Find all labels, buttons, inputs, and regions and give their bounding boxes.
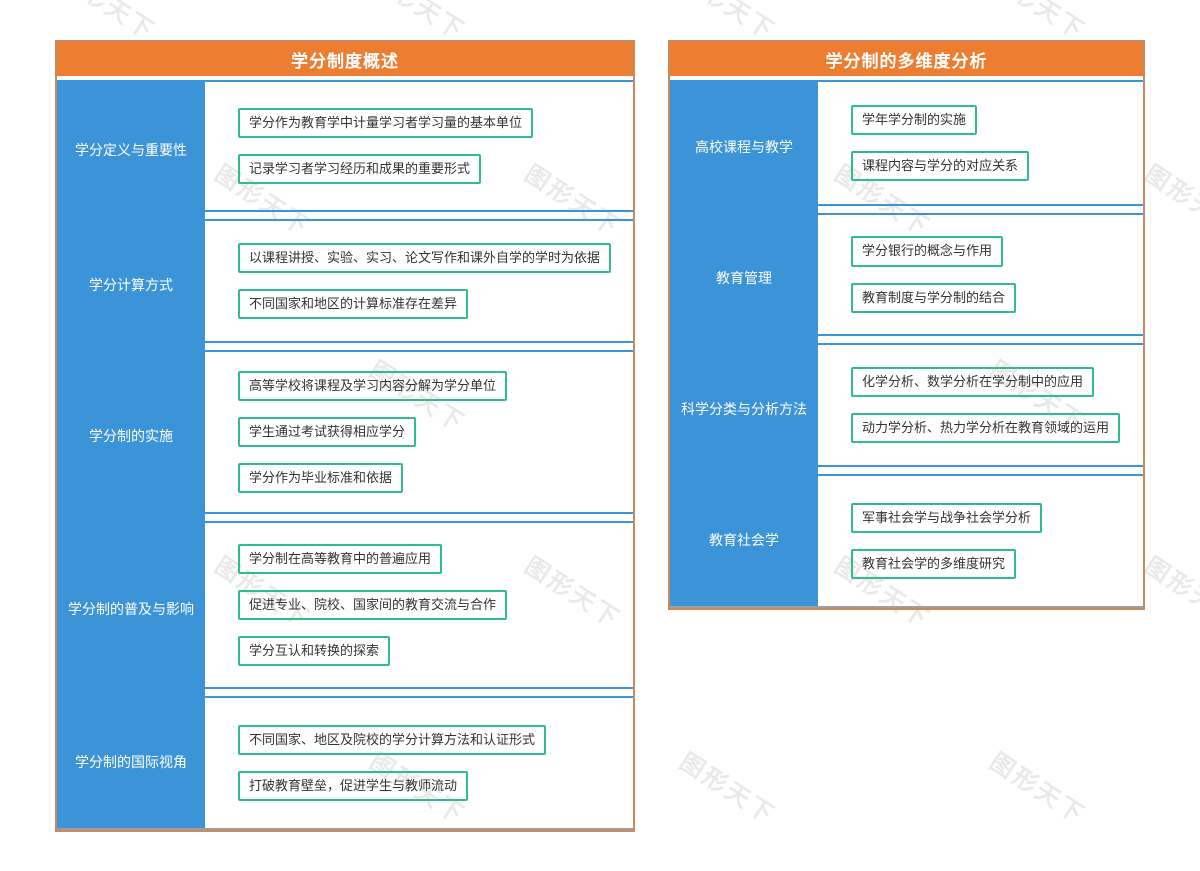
branch-content-wrap: 高等学校将课程及学习内容分解为学分单位学生通过考试获得相应学分学分作为毕业标准和… — [205, 350, 633, 521]
branch-row: 学分计算方式以课程讲授、实验、实习、论文写作和课外自学的学时为依据不同国家和地区… — [57, 219, 633, 350]
topic-node[interactable]: 学分银行的概念与作用 — [851, 236, 1004, 267]
topic-node[interactable]: 学分互认和转换的探索 — [238, 636, 391, 667]
watermark-text: 图形天下 — [674, 748, 781, 830]
branch-row: 学分制的普及与影响学分制在高等教育中的普遍应用促进专业、院校、国家间的教育交流与… — [57, 521, 633, 696]
topic-node[interactable]: 学分制在高等教育中的普遍应用 — [238, 543, 443, 574]
topic-node[interactable]: 动力学分析、热力学分析在教育领域的运用 — [851, 413, 1121, 444]
branch-content-wrap: 军事社会学与战争社会学分析教育社会学的多维度研究 — [818, 474, 1143, 606]
branch-content: 不同国家、地区及院校的学分计算方法和认证形式打破教育壁垒，促进学生与教师流动 — [205, 696, 633, 828]
branch-label[interactable]: 教育社会学 — [670, 474, 818, 606]
branch-content-wrap: 学分制在高等教育中的普遍应用促进专业、院校、国家间的教育交流与合作学分互认和转换… — [205, 521, 633, 696]
panel-title-text: 学分制度概述 — [291, 51, 399, 71]
topic-node[interactable]: 记录学习者学习经历和成果的重要形式 — [238, 154, 482, 185]
topic-node[interactable]: 教育制度与学分制的结合 — [851, 282, 1017, 313]
topic-node[interactable]: 高等学校将课程及学习内容分解为学分单位 — [238, 370, 508, 401]
topic-node[interactable]: 化学分析、数学分析在学分制中的应用 — [851, 366, 1095, 397]
branch-content: 学分作为教育学中计量学习者学习量的基本单位记录学习者学习经历和成果的重要形式 — [205, 80, 633, 212]
branch-content: 高等学校将课程及学习内容分解为学分单位学生通过考试获得相应学分学分作为毕业标准和… — [205, 350, 633, 514]
branch-content: 军事社会学与战争社会学分析教育社会学的多维度研究 — [818, 474, 1143, 606]
branch-content: 学分银行的概念与作用教育制度与学分制的结合 — [818, 213, 1143, 336]
panel-credit-system-overview: 学分制度概述 学分定义与重要性学分作为教育学中计量学习者学习量的基本单位记录学习… — [55, 40, 635, 832]
branch-row: 科学分类与分析方法化学分析、数学分析在学分制中的应用动力学分析、热力学分析在教育… — [670, 343, 1143, 474]
panel-multidimensional-analysis: 学分制的多维度分析 高校课程与教学学年学分制的实施课程内容与学分的对应关系教育管… — [668, 40, 1145, 610]
branch-content-wrap: 不同国家、地区及院校的学分计算方法和认证形式打破教育壁垒，促进学生与教师流动 — [205, 696, 633, 828]
watermark-text: 图形天下 — [1139, 552, 1200, 634]
branch-content: 以课程讲授、实验、实习、论文写作和课外自学的学时为依据不同国家和地区的计算标准存… — [205, 219, 633, 343]
branch-row: 学分定义与重要性学分作为教育学中计量学习者学习量的基本单位记录学习者学习经历和成… — [57, 80, 633, 219]
branch-row: 教育管理学分银行的概念与作用教育制度与学分制的结合 — [670, 213, 1143, 343]
topic-node[interactable]: 不同国家和地区的计算标准存在差异 — [238, 289, 469, 320]
branch-label[interactable]: 教育管理 — [670, 213, 818, 343]
branch-row: 学分制的实施高等学校将课程及学习内容分解为学分单位学生通过考试获得相应学分学分作… — [57, 350, 633, 521]
panel-title-text: 学分制的多维度分析 — [825, 51, 988, 71]
topic-node[interactable]: 学分作为教育学中计量学习者学习量的基本单位 — [238, 107, 534, 138]
branch-label[interactable]: 学分制的普及与影响 — [57, 521, 205, 696]
branch-content: 化学分析、数学分析在学分制中的应用动力学分析、热力学分析在教育领域的运用 — [818, 343, 1143, 467]
branch-label[interactable]: 学分制的实施 — [57, 350, 205, 521]
topic-node[interactable]: 不同国家、地区及院校的学分计算方法和认证形式 — [238, 724, 547, 755]
branch-content-wrap: 学分作为教育学中计量学习者学习量的基本单位记录学习者学习经历和成果的重要形式 — [205, 80, 633, 219]
branch-label[interactable]: 学分制的国际视角 — [57, 696, 205, 828]
branch-label[interactable]: 科学分类与分析方法 — [670, 343, 818, 474]
branch-row: 高校课程与教学学年学分制的实施课程内容与学分的对应关系 — [670, 80, 1143, 213]
topic-node[interactable]: 军事社会学与战争社会学分析 — [851, 502, 1043, 533]
branch-content-wrap: 化学分析、数学分析在学分制中的应用动力学分析、热力学分析在教育领域的运用 — [818, 343, 1143, 474]
topic-node[interactable]: 学生通过考试获得相应学分 — [238, 416, 417, 448]
panel-title-overview[interactable]: 学分制度概述 — [57, 42, 633, 76]
topic-node[interactable]: 打破教育壁垒，促进学生与教师流动 — [238, 771, 469, 802]
panel-body-analysis: 高校课程与教学学年学分制的实施课程内容与学分的对应关系教育管理学分银行的概念与作… — [670, 76, 1143, 608]
topic-node[interactable]: 学分作为毕业标准和依据 — [238, 463, 404, 494]
panel-body-overview: 学分定义与重要性学分作为教育学中计量学习者学习量的基本单位记录学习者学习经历和成… — [57, 76, 633, 830]
topic-node[interactable]: 学年学分制的实施 — [851, 104, 978, 135]
branch-label[interactable]: 高校课程与教学 — [670, 80, 818, 213]
branch-content-wrap: 以课程讲授、实验、实习、论文写作和课外自学的学时为依据不同国家和地区的计算标准存… — [205, 219, 633, 350]
branch-content-wrap: 学分银行的概念与作用教育制度与学分制的结合 — [818, 213, 1143, 343]
branch-content-wrap: 学年学分制的实施课程内容与学分的对应关系 — [818, 80, 1143, 213]
branch-row: 教育社会学军事社会学与战争社会学分析教育社会学的多维度研究 — [670, 474, 1143, 606]
topic-node[interactable]: 课程内容与学分的对应关系 — [851, 151, 1030, 182]
branch-label[interactable]: 学分计算方式 — [57, 219, 205, 350]
watermark-text: 图形天下 — [1139, 160, 1200, 242]
panel-title-analysis[interactable]: 学分制的多维度分析 — [670, 42, 1143, 76]
branch-row: 学分制的国际视角不同国家、地区及院校的学分计算方法和认证形式打破教育壁垒，促进学… — [57, 696, 633, 828]
topic-node[interactable]: 以课程讲授、实验、实习、论文写作和课外自学的学时为依据 — [238, 242, 612, 273]
topic-node[interactable]: 教育社会学的多维度研究 — [851, 549, 1017, 580]
branch-content: 学分制在高等教育中的普遍应用促进专业、院校、国家间的教育交流与合作学分互认和转换… — [205, 521, 633, 689]
watermark-text: 图形天下 — [984, 748, 1091, 830]
branch-content: 学年学分制的实施课程内容与学分的对应关系 — [818, 80, 1143, 206]
branch-label[interactable]: 学分定义与重要性 — [57, 80, 205, 219]
topic-node[interactable]: 促进专业、院校、国家间的教育交流与合作 — [238, 589, 508, 621]
